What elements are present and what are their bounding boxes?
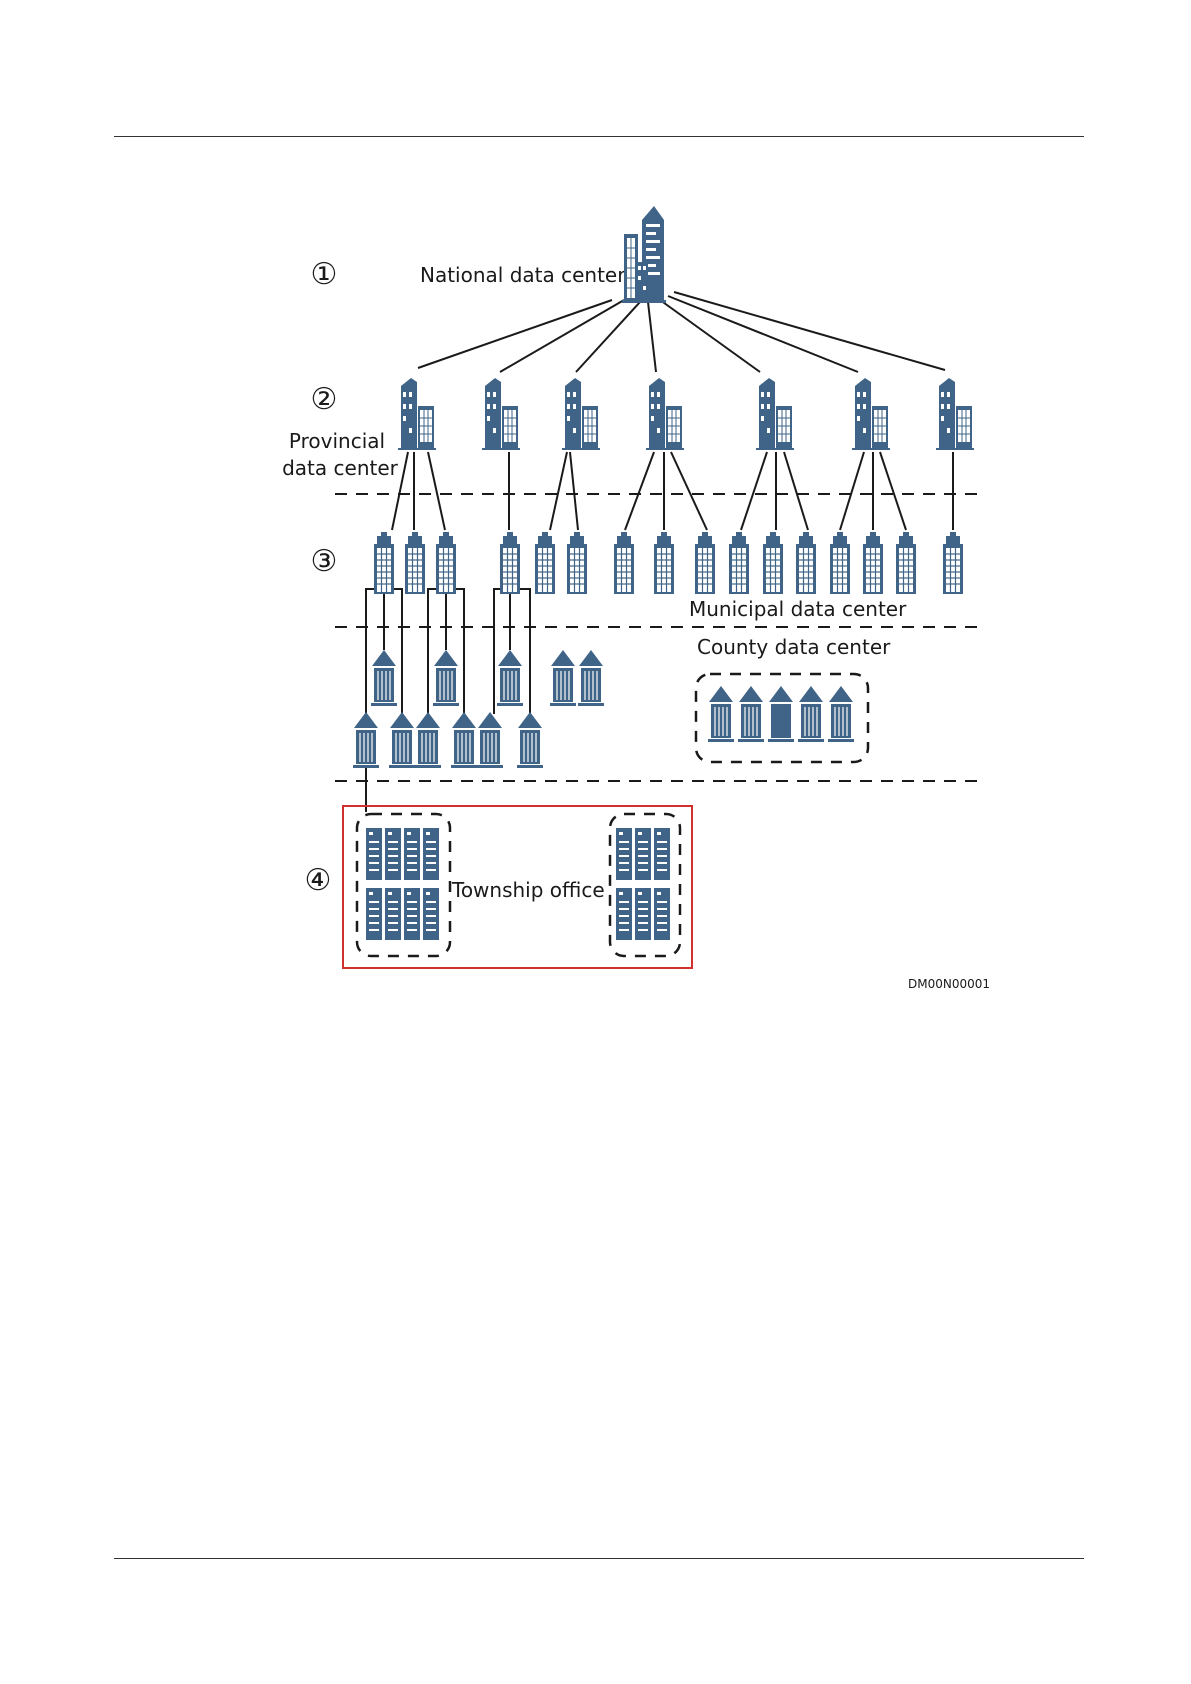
county-building-icon [389,712,415,768]
county-building-icon [353,712,379,768]
server-rack-icon [654,888,670,940]
marker-2: ② [311,382,338,417]
office-tower-icon [562,378,600,450]
office-tower-icon [852,378,890,450]
office-tower-icon [756,378,794,450]
office-building-icon [436,532,456,594]
county-building-icon [550,650,576,706]
office-building-icon [500,532,520,594]
office-tower-icon [646,378,684,450]
office-building-icon [943,532,963,594]
county-building-icon [415,712,441,768]
office-building-icon [654,532,674,594]
county-label: County data center [697,635,891,659]
server-rack-icon [385,888,401,940]
provincial-label-line1: Provincial [289,429,385,453]
office-building-icon [614,532,634,594]
county-building-icon [828,686,854,742]
server-rack-icon [635,828,651,880]
server-rack-icon [385,828,401,880]
county-building-icon [578,650,604,706]
marker-1: ① [311,257,338,292]
county-building-icon [798,686,824,742]
office-building-icon [374,532,394,594]
office-building-icon [729,532,749,594]
server-rack-icon [423,888,439,940]
office-building-icon [535,532,555,594]
office-tower-icon [936,378,974,450]
office-building-icon [896,532,916,594]
county-building-icon [517,712,543,768]
server-rack-icon [404,828,420,880]
office-building-icon [863,532,883,594]
national-label: National data center [420,263,626,287]
county-building-icon [451,712,477,768]
municipal-label: Municipal data center [689,597,907,621]
county-building-icon [738,686,764,742]
office-building-icon [830,532,850,594]
office-building-icon [796,532,816,594]
server-rack-icon [423,828,439,880]
office-tower-icon [398,378,436,450]
national-links [418,292,945,372]
server-rack-icon [616,828,632,880]
figure-id: DM00N00001 [908,977,990,991]
office-tower-icon [482,378,520,450]
county-building-icon [433,650,459,706]
server-rack-icon [366,828,382,880]
server-rack-icon [366,888,382,940]
county-building-icon [477,712,503,768]
township-label: Township office [451,878,605,902]
county-building-icon [768,686,794,742]
office-building-icon [695,532,715,594]
county-building-icon [497,650,523,706]
office-building-icon [405,532,425,594]
server-rack-icon [635,888,651,940]
provincial-links [392,452,953,530]
provincial-label-line2: data center [282,456,399,480]
county-building-icon [708,686,734,742]
server-rack-icon [404,888,420,940]
county-building-icon [371,650,397,706]
server-rack-icon [616,888,632,940]
skyscraper-cluster-icon [622,206,666,303]
server-rack-icon [654,828,670,880]
marker-3: ③ [311,544,338,579]
marker-4: ④ [305,863,332,898]
office-building-icon [763,532,783,594]
office-building-icon [567,532,587,594]
